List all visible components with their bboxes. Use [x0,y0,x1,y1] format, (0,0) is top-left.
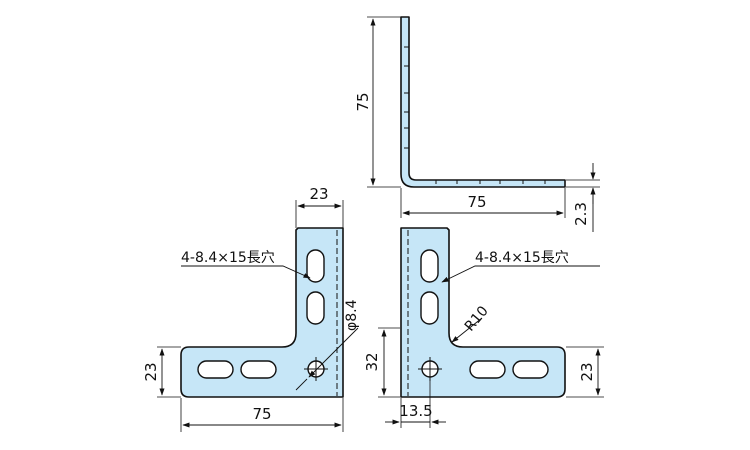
dimension-label-right-height: 23 [578,362,596,381]
dimension-label-left-height: 23 [142,362,160,381]
right-radius-note: R10 [451,303,492,343]
dimension-right-offset: 13.5 [385,378,446,428]
left-slot-note: 4-8.4×15長穴 [181,250,311,279]
left-slot-horizontal-1 [197,360,234,379]
dimension-label-right-offset: 13.5 [399,402,432,420]
note-label-left-hole: φ8.4 [344,299,360,331]
left-bracket-outline [180,227,344,398]
dimension-right-hole-height: 32 [363,327,400,398]
note-label-left-slots: 4-8.4×15長穴 [181,250,275,266]
note-label-right-slots: 4-8.4×15長穴 [475,250,569,266]
right-slot-vertical-1 [420,249,439,283]
vertical-leg-slot-marks [404,46,409,149]
right-slot-horizontal-1 [469,360,506,379]
angle-profile [400,16,566,188]
dimension-label-left-width: 75 [252,405,271,423]
dimension-label-right-hole-height: 32 [363,352,381,371]
left-hole-note: φ8.4 [295,299,360,391]
dimension-label-side-height: 75 [354,92,372,111]
horizontal-leg-slot-marks [435,180,546,184]
dimension-side-height: 75 [354,16,401,188]
dimension-left-height: 23 [142,346,181,398]
dimension-right-height: 23 [566,346,604,398]
dimension-left-width: 75 [180,398,344,432]
left-slot-vertical-2 [306,291,325,325]
right-slot-note: 4-8.4×15長穴 [441,250,600,283]
dimension-side-width: 75 [400,188,566,218]
dimension-left-top-width: 23 [295,185,344,228]
right-slot-horizontal-2 [512,360,549,379]
dimension-label-thickness: 2.3 [572,202,590,226]
left-slot-horizontal-2 [240,360,277,379]
right-slot-vertical-2 [420,291,439,325]
dimension-label-left-top-width: 23 [309,185,328,203]
side-view: 75 75 2.3 [354,16,600,232]
dimension-label-side-width: 75 [467,193,486,211]
left-slot-vertical-1 [306,249,325,283]
dimension-thickness: 2.3 [566,163,600,232]
right-bracket-outline [400,227,566,398]
note-label-right-radius: R10 [462,303,492,334]
left-flat-view: 23 4-8.4×15長穴 φ8.4 23 75 [142,185,360,432]
right-flat-view: 4-8.4×15長穴 R10 32 23 [363,227,604,428]
